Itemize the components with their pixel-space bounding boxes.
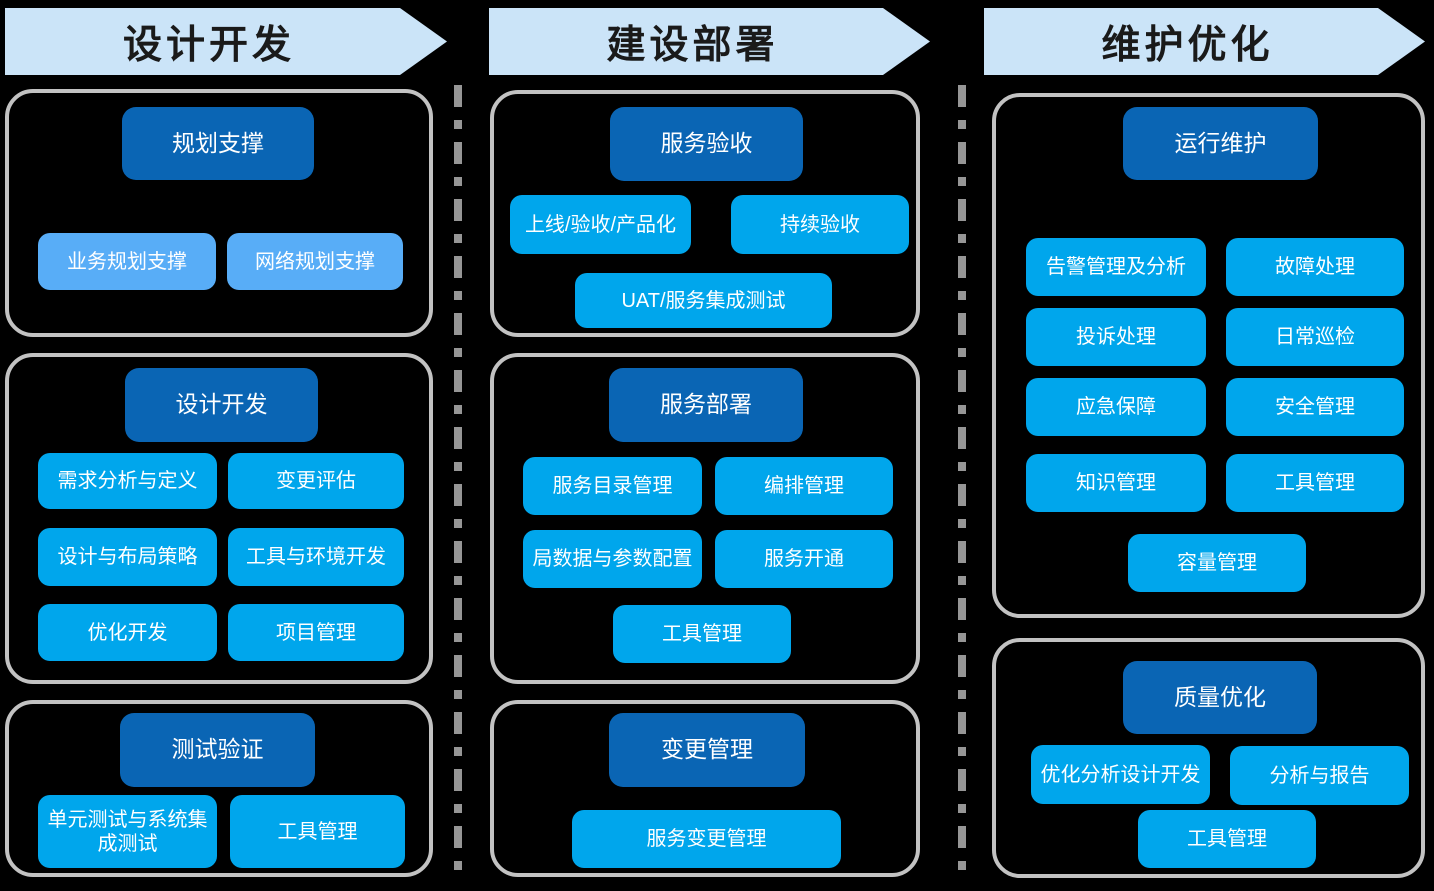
item-tool-management: 工具管理: [613, 605, 791, 663]
item-online-acceptance-productization: 上线/验收/产品化: [510, 195, 691, 254]
column-separator: [454, 85, 462, 877]
group-box-test-verification: [5, 700, 433, 877]
group-box-quality-optimization: [992, 638, 1425, 878]
item-project-management: 项目管理: [228, 604, 404, 661]
phase-header-label: 维护优化: [1101, 23, 1274, 67]
group-box-operation-maintenance: [992, 93, 1425, 618]
item-service-provisioning: 服务开通: [715, 530, 893, 588]
group-title-planning-support: 规划支撑: [122, 107, 314, 180]
item-uat-service-integration-test: UAT/服务集成测试: [575, 273, 832, 328]
group-title-service-deployment: 服务部署: [609, 368, 803, 442]
group-title-test-verification: 测试验证: [120, 713, 315, 787]
item-fault-handling: 故障处理: [1226, 238, 1404, 296]
item-optimization-development: 优化开发: [38, 604, 217, 661]
item-knowledge-management: 知识管理: [1026, 454, 1206, 512]
item-continuous-acceptance: 持续验收: [731, 195, 909, 254]
group-title-quality-optimization: 质量优化: [1123, 661, 1317, 734]
item-daily-inspection: 日常巡检: [1226, 308, 1404, 366]
group-box-change-management: [490, 700, 920, 877]
item-service-change-management: 服务变更管理: [572, 810, 841, 868]
item-capacity-management: 容量管理: [1128, 534, 1306, 592]
group-box-design-development: [5, 353, 433, 684]
group-title-service-acceptance: 服务验收: [610, 107, 803, 181]
item-design-layout-strategy: 设计与布局策略: [38, 528, 217, 586]
item-alarm-management-analysis: 告警管理及分析: [1026, 238, 1206, 296]
item-office-data-parameter-config: 局数据与参数配置: [523, 530, 702, 588]
phase-header-label: 设计开发: [122, 23, 295, 67]
phase-header-build-deployment: 建设部署: [489, 8, 930, 75]
item-service-catalog-management: 服务目录管理: [523, 457, 702, 515]
item-analysis-report: 分析与报告: [1230, 746, 1409, 805]
item-security-management: 安全管理: [1226, 378, 1404, 436]
item-tool-management: 工具管理: [1226, 454, 1404, 512]
phase-header-maintenance-optimization: 维护优化: [984, 8, 1425, 75]
group-title-change-management: 变更管理: [609, 713, 805, 787]
item-requirement-analysis-definition: 需求分析与定义: [38, 453, 217, 509]
item-unit-system-integration-test: 单元测试与系统集成测试: [38, 795, 217, 868]
item-emergency-support: 应急保障: [1026, 378, 1206, 436]
item-change-evaluation: 变更评估: [228, 453, 404, 509]
item-optimization-analysis-design-dev: 优化分析设计开发: [1031, 745, 1210, 804]
column-separator: [958, 85, 966, 877]
group-box-service-deployment: [490, 353, 920, 684]
group-box-planning-support: [5, 89, 433, 337]
item-business-planning-support: 业务规划支撑: [38, 233, 216, 290]
group-title-design-development: 设计开发: [125, 368, 318, 442]
group-box-service-acceptance: [490, 90, 920, 337]
item-tool-management: 工具管理: [1138, 810, 1316, 868]
item-orchestration-management: 编排管理: [715, 457, 893, 515]
item-tool-environment-development: 工具与环境开发: [228, 528, 404, 586]
phase-header-label: 建设部署: [606, 23, 779, 67]
group-title-operation-maintenance: 运行维护: [1123, 107, 1318, 180]
phase-header-design-development: 设计开发: [5, 8, 447, 75]
item-tool-management: 工具管理: [230, 795, 405, 868]
item-complaint-handling: 投诉处理: [1026, 308, 1206, 366]
item-network-planning-support: 网络规划支撑: [227, 233, 403, 290]
